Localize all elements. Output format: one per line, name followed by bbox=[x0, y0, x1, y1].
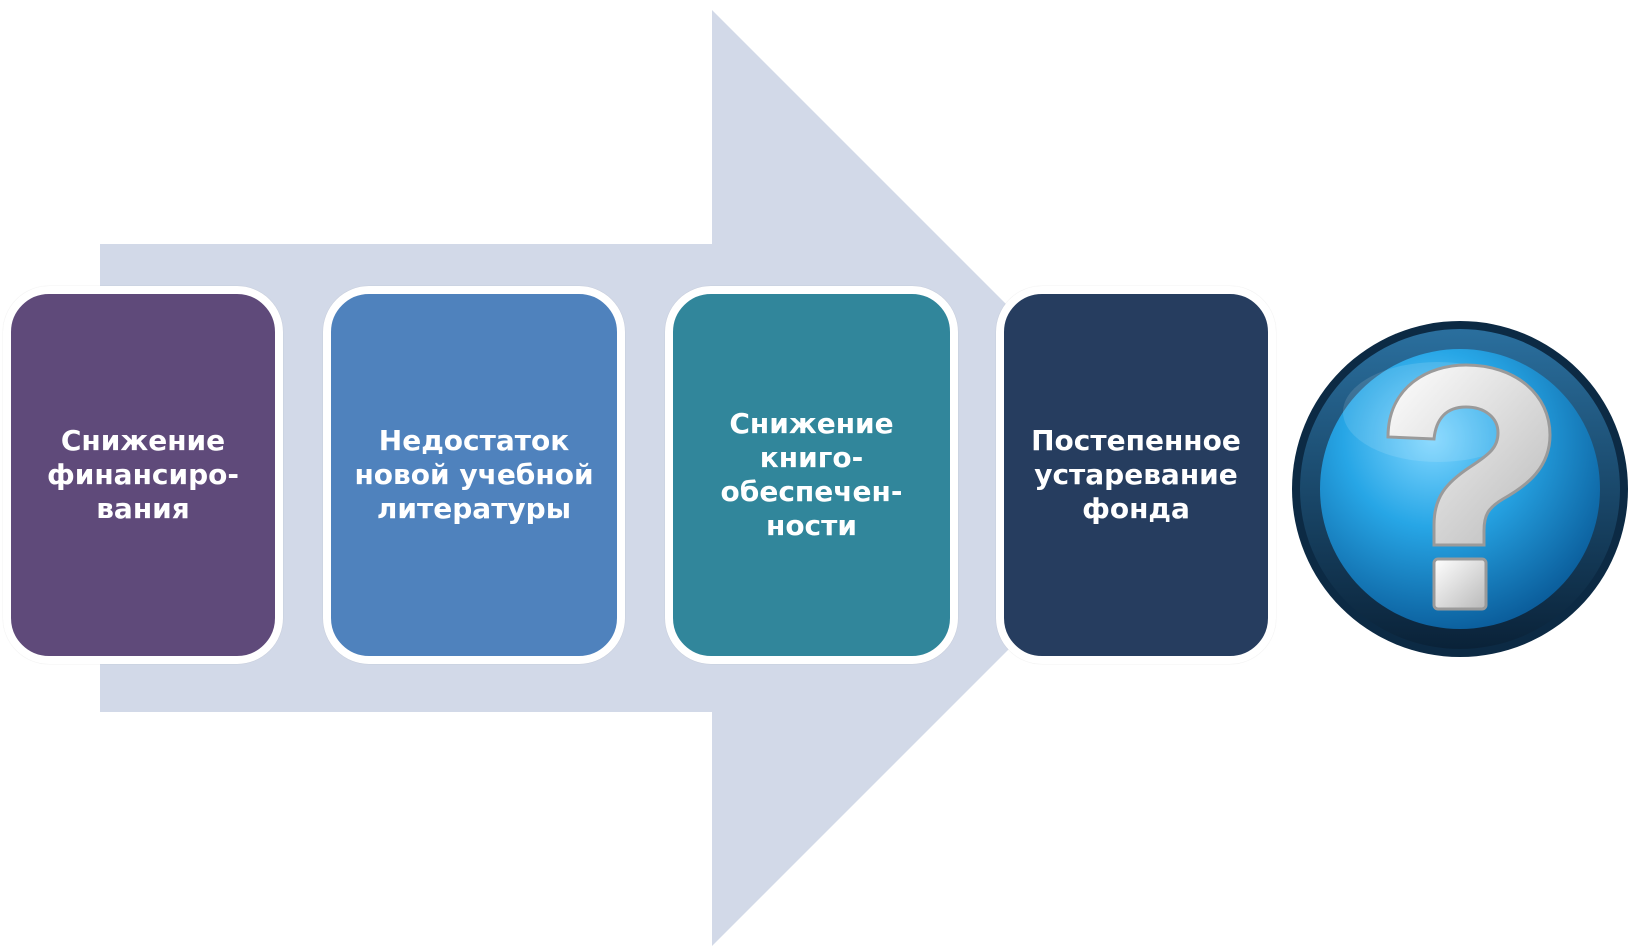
step-label: Снижение финансиро- вания bbox=[46, 424, 240, 525]
step-box-book-provision-decrease: Снижение книго- обеспечен- ности bbox=[665, 286, 958, 664]
step-label: Постепенное устаревание фонда bbox=[1031, 424, 1241, 525]
step-box-funding-decrease: Снижение финансиро- вания bbox=[3, 286, 283, 664]
step-box-new-literature-shortage: Недостаток новой учебной литературы bbox=[323, 286, 625, 664]
step-box-collection-aging: Постепенное устаревание фонда bbox=[996, 286, 1276, 664]
step-label: Снижение книго- обеспечен- ности bbox=[720, 407, 903, 542]
step-label: Недостаток новой учебной литературы bbox=[354, 424, 594, 525]
question-mark-icon bbox=[1292, 321, 1628, 657]
